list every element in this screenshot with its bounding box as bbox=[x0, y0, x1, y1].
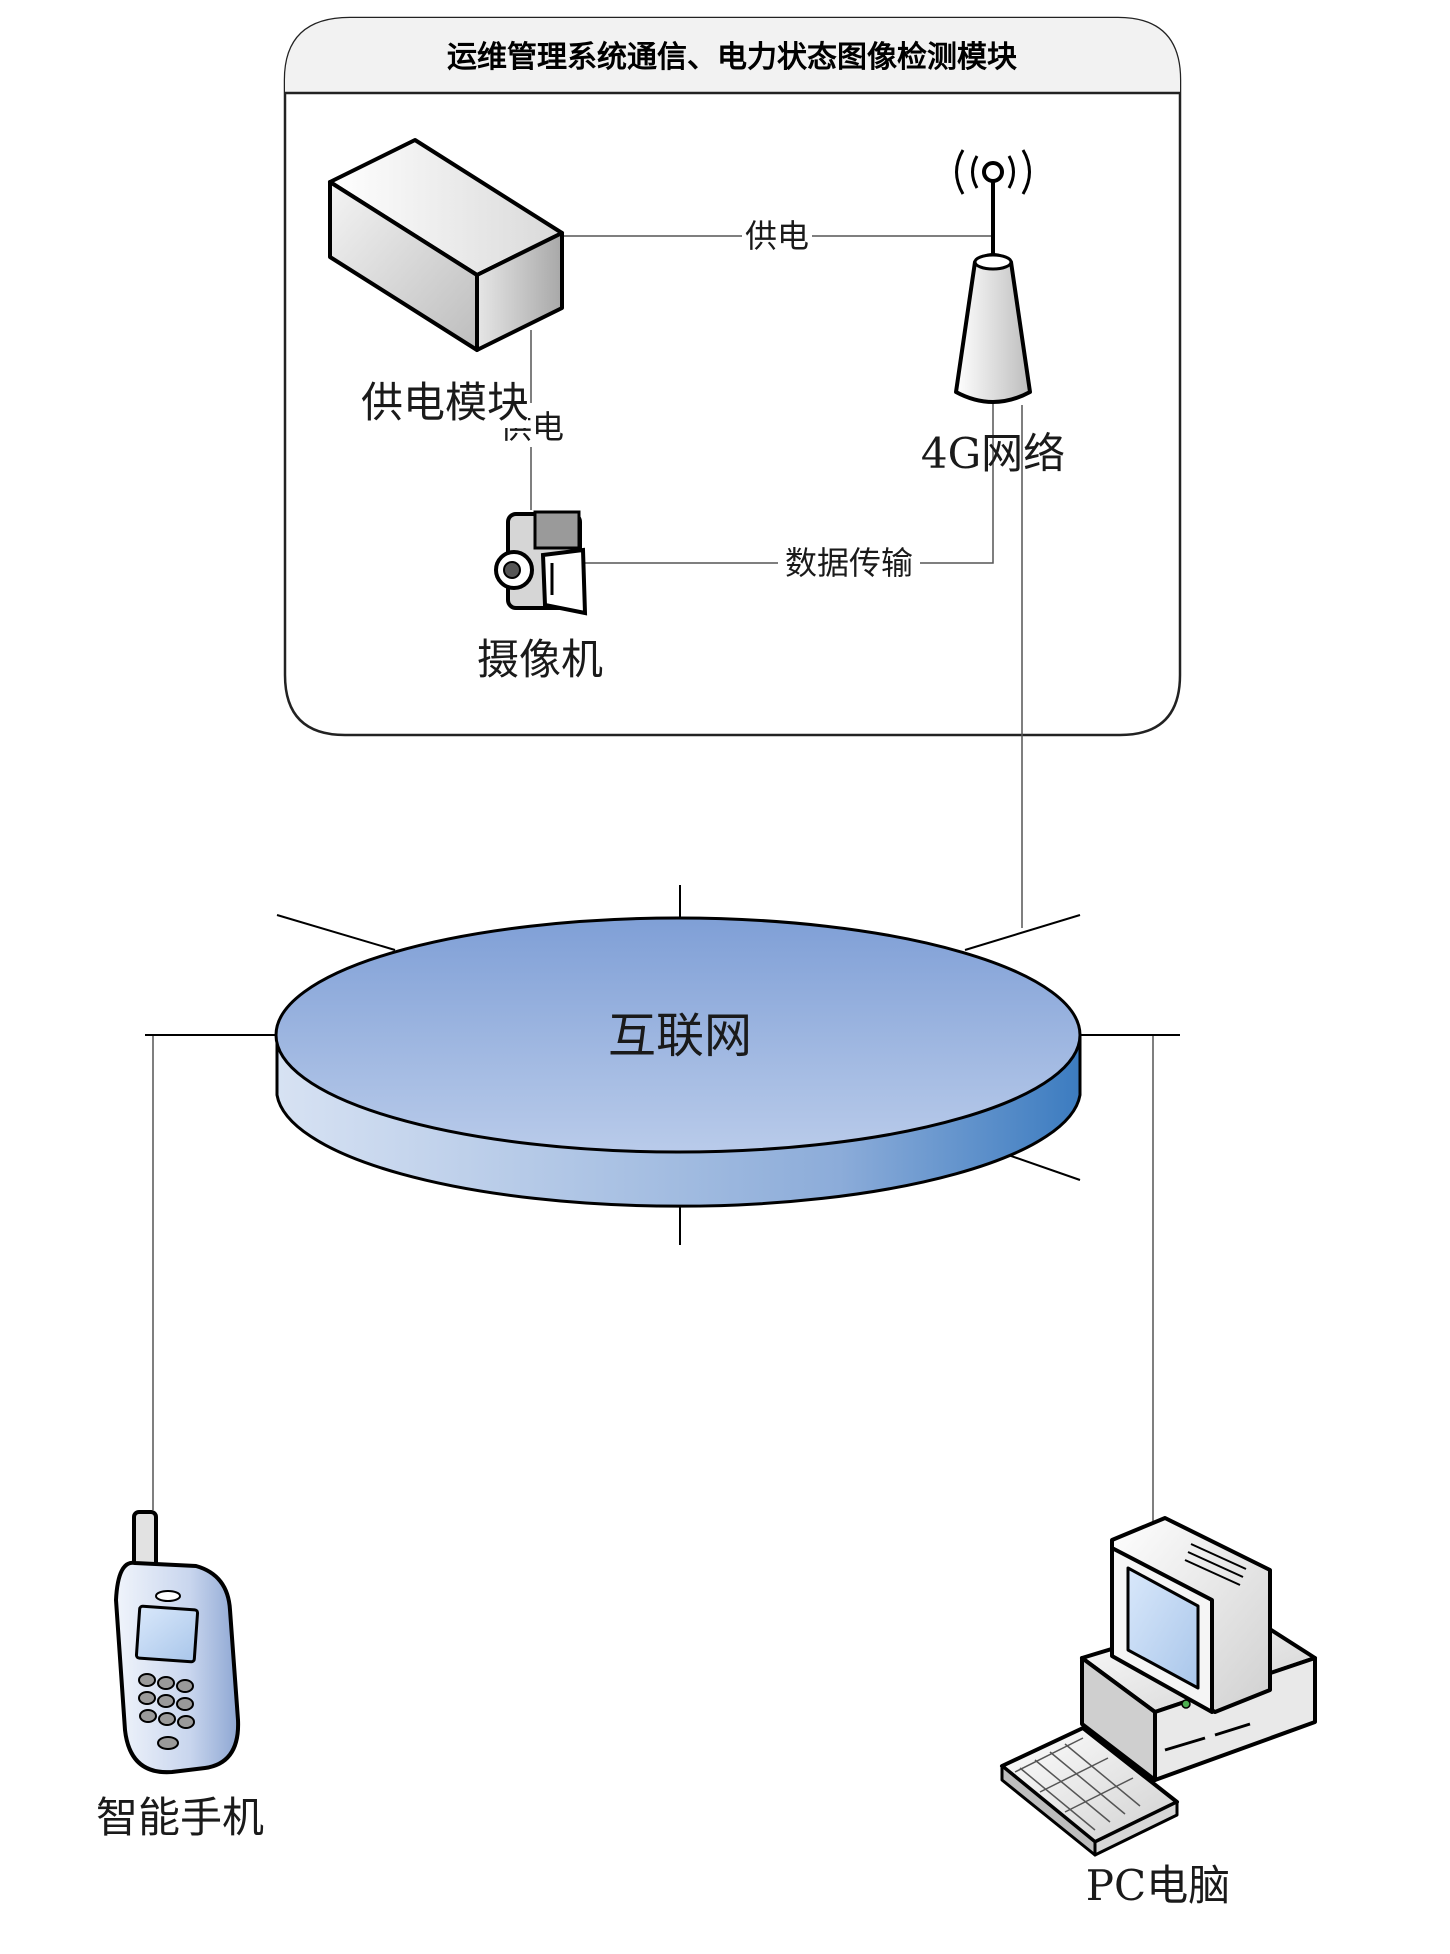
module-title: 运维管理系统通信、电力状态图像检测模块 bbox=[447, 40, 1017, 75]
link-internet-to-pc bbox=[1080, 1034, 1154, 1545]
power-module-icon bbox=[328, 138, 564, 352]
internet-cloud-icon bbox=[145, 885, 1180, 1245]
link-camera-to-4g bbox=[585, 400, 994, 564]
network-4g-label: 4G网络 bbox=[921, 429, 1065, 478]
internet-label: 互联网 bbox=[608, 1008, 752, 1064]
pc-label: PC电脑 bbox=[1086, 1861, 1230, 1910]
edge-label-camera-to-4g: 数据传输 bbox=[785, 544, 913, 582]
pc-icon bbox=[1000, 1516, 1317, 1857]
smartphone-label: 智能手机 bbox=[96, 1793, 264, 1842]
power-module-label: 供电模块 bbox=[361, 378, 529, 427]
edge-label-power-to-4g: 供电 bbox=[745, 217, 809, 255]
link-internet-to-smartphone bbox=[152, 1034, 277, 1510]
antenna-tower-icon bbox=[954, 149, 1032, 404]
camera-label: 摄像机 bbox=[477, 635, 603, 684]
module-container: 运维管理系统通信、电力状态图像检测模块 bbox=[283, 16, 1182, 737]
smartphone-icon bbox=[114, 1510, 241, 1775]
camera-icon bbox=[494, 510, 588, 616]
